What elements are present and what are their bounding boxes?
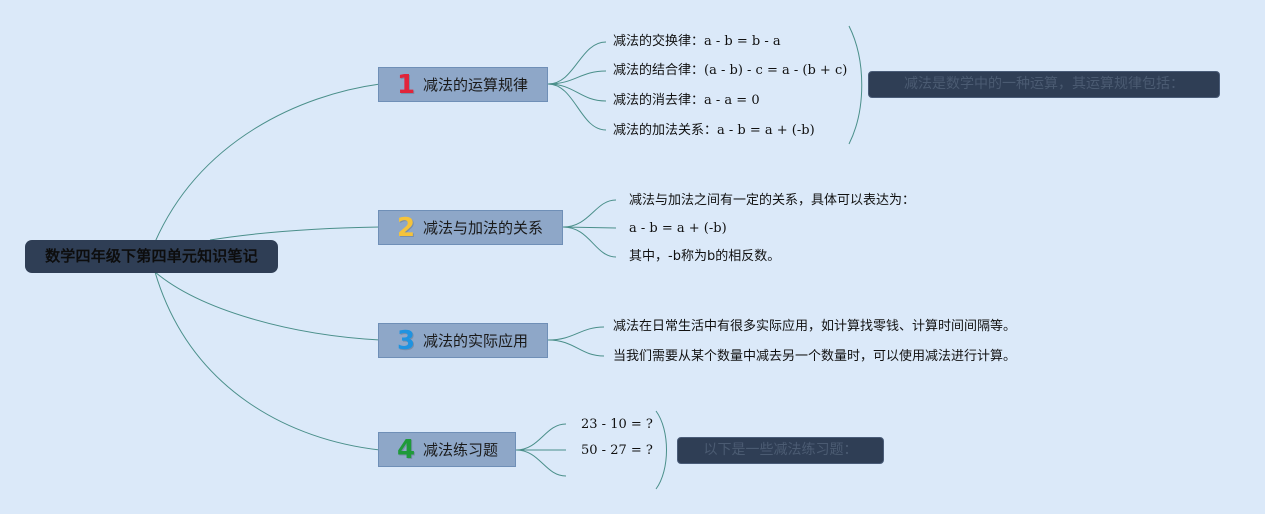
connector-b2-leaf-1	[562, 199, 617, 228]
b2-leaf-1[interactable]: 减法与加法之间有一定的关系，具体可以表达为：	[629, 193, 915, 209]
b1-leaf-3[interactable]: 减法的消去律：a - a = 0	[613, 93, 760, 109]
connector-b3-leaf-1	[547, 326, 605, 341]
b1-leaf-3-text: 减法的消去律：	[613, 93, 705, 108]
b4-leaf-1[interactable]: 23 - 10 = ?	[581, 417, 653, 433]
summary-bracket-4	[655, 410, 667, 490]
branch-4[interactable]: 4 减法练习题	[378, 432, 516, 467]
connector-b1-leaf-2	[547, 70, 607, 85]
b1-leaf-2-math: (a - b) - c = a - (b + c)	[704, 63, 848, 78]
b1-leaf-1-math: a - b = b - a	[704, 34, 781, 49]
b2-leaf-3-text: 其中，-b称为b的相反数。	[629, 249, 781, 264]
b1-leaf-2-text: 减法的结合律：	[613, 63, 705, 78]
b3-leaf-1[interactable]: 减法在日常生活中有很多实际应用，如计算找零钱、计算时间间隔等。	[613, 319, 1016, 335]
branch-2-label: 减法与加法的关系	[423, 219, 544, 237]
branch-3[interactable]: 3 减法的实际应用	[378, 323, 548, 358]
b2-leaf-2[interactable]: a - b = a + (-b)	[629, 221, 727, 237]
b4-summary[interactable]: 以下是一些减法练习题：	[677, 437, 884, 464]
b4-leaf-2[interactable]: 50 - 27 = ?	[581, 443, 653, 459]
b1-leaf-4[interactable]: 减法的加法关系：a - b = a + (-b)	[613, 123, 815, 139]
branch-1-number: 1	[397, 69, 416, 100]
branch-4-number: 4	[397, 434, 416, 465]
branch-1[interactable]: 1 减法的运算规律	[378, 67, 548, 102]
branch-2[interactable]: 2 减法与加法的关系	[378, 210, 563, 245]
branch-1-label: 减法的运算规律	[423, 76, 529, 94]
b2-leaf-1-text: 减法与加法之间有一定的关系，具体可以表达为：	[629, 193, 916, 208]
branch-2-number: 2	[397, 212, 416, 243]
connector-root-branch-2	[209, 226, 381, 241]
b4-leaf-1-math: 23 - 10 = ?	[581, 417, 653, 432]
b1-leaf-1[interactable]: 减法的交换律：a - b = b - a	[613, 34, 781, 50]
b1-leaf-4-math: a - b = a + (-b)	[717, 123, 815, 138]
connector-b2-leaf-2	[562, 226, 617, 229]
b3-leaf-2-text: 当我们需要从某个数量中减去另一个数量时，可以使用减法进行计算。	[613, 349, 1017, 364]
b1-leaf-1-text: 减法的交换律：	[613, 34, 705, 49]
connector-root-branch-3	[154, 271, 381, 341]
connector-root-branch-4	[154, 271, 381, 451]
connector-b2-leaf-3	[562, 226, 617, 258]
b1-leaf-4-text: 减法的加法关系：	[613, 123, 718, 138]
connector-b1-leaf-4	[547, 83, 607, 131]
b2-leaf-2-math: a - b = a + (-b)	[629, 221, 727, 236]
b1-summary[interactable]: 减法是数学中的一种运算，其运算规律包括：	[868, 71, 1220, 98]
branch-3-number: 3	[397, 325, 416, 356]
branch-3-label: 减法的实际应用	[423, 332, 529, 350]
b3-leaf-1-text: 减法在日常生活中有很多实际应用，如计算找零钱、计算时间间隔等。	[613, 319, 1017, 334]
connector-b4-leaf-1	[515, 423, 567, 451]
root-topic[interactable]: 数学四年级下第四单元知识笔记	[25, 240, 278, 273]
connector-b3-leaf-2	[547, 339, 605, 357]
connector-b4-leaf-3	[515, 449, 567, 477]
b3-leaf-2[interactable]: 当我们需要从某个数量中减去另一个数量时，可以使用减法进行计算。	[613, 349, 1016, 365]
b1-leaf-3-math: a - a = 0	[704, 93, 760, 108]
b4-leaf-2-math: 50 - 27 = ?	[581, 443, 653, 458]
connector-b1-leaf-1	[547, 41, 607, 85]
connector-root-branch-1	[154, 83, 381, 243]
b1-leaf-2[interactable]: 减法的结合律：(a - b) - c = a - (b + c)	[613, 63, 847, 79]
connector-b1-leaf-3	[547, 83, 607, 102]
b2-leaf-3[interactable]: 其中，-b称为b的相反数。	[629, 249, 780, 265]
branch-4-label: 减法练习题	[423, 441, 499, 459]
summary-bracket-1	[848, 25, 863, 145]
